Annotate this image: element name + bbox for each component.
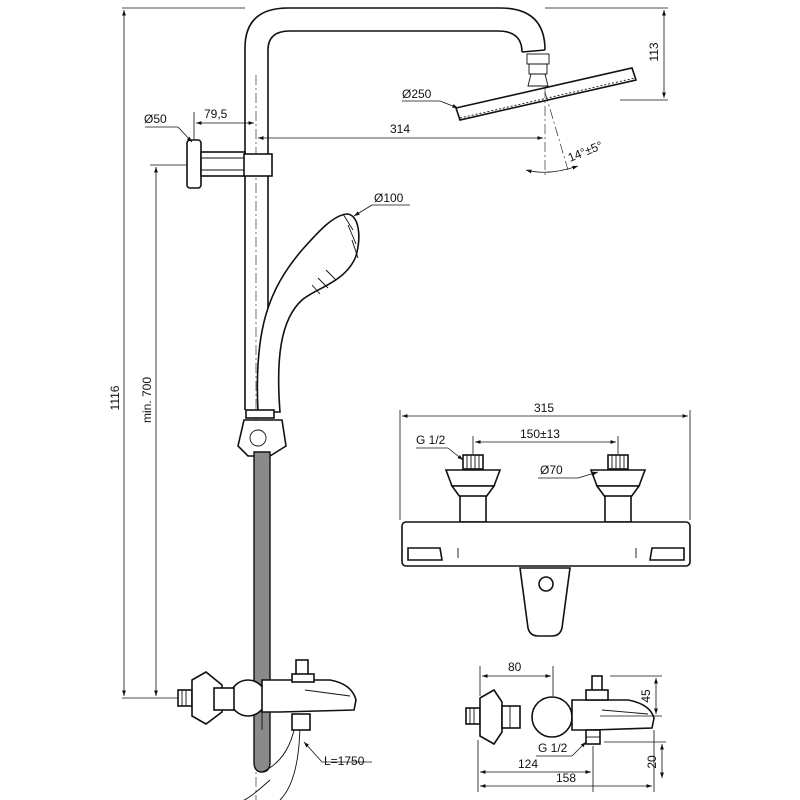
label-tilt: 14°±5°	[566, 138, 605, 165]
overhead-shower-head	[454, 67, 638, 121]
dimension-overhead-dia: Ø250	[402, 87, 459, 109]
shower-column-front-view	[177, 7, 638, 800]
label-side-depth-b: 124	[518, 757, 538, 771]
dimension-wall-bracket: Ø50 79,5	[144, 107, 254, 143]
label-overhead-drop: 113	[647, 42, 661, 61]
label-overhead-dia: Ø250	[402, 87, 432, 101]
dimension-mixer-width: 315	[399, 401, 691, 520]
label-mixer-width: 315	[534, 401, 554, 415]
dimension-side-depth-b: 124	[477, 740, 594, 792]
mixer-spout	[519, 567, 571, 637]
label-inlet-thread: G 1/2	[416, 433, 446, 447]
flow-handle	[649, 547, 685, 561]
dimension-min-height: min. 700	[140, 164, 187, 696]
dimension-escutcheon-dia: Ø70	[538, 463, 599, 479]
dimension-inlet-thread: G 1/2	[416, 433, 464, 461]
overhead-connector	[526, 53, 550, 65]
label-wall-bracket-dia: Ø50	[144, 112, 167, 126]
temperature-handle	[407, 547, 443, 561]
wall-bracket	[186, 139, 273, 189]
dimension-overhead-reach: 314	[258, 122, 543, 140]
label-side-height-top: 45	[639, 689, 653, 703]
dimension-side-height-top: 45	[600, 675, 662, 717]
dimension-overall-height: 1116	[108, 7, 245, 699]
label-inlet-spacing: 150±13	[520, 427, 560, 441]
dimension-overhead-drop: 113	[545, 7, 668, 101]
label-hose-length: L=1750	[324, 754, 365, 768]
dimension-inlet-spacing: 150±13	[472, 427, 619, 454]
label-min-height: min. 700	[140, 377, 154, 423]
label-side-depth-c: 158	[556, 771, 576, 785]
dimension-side-height-bottom: 20	[604, 741, 666, 778]
label-overall-height: 1116	[108, 385, 122, 410]
dimension-hose-length: L=1750	[303, 741, 372, 768]
dimension-side-depth-c: 158	[480, 730, 655, 792]
hand-shower	[256, 213, 360, 413]
slide-holder	[237, 409, 287, 457]
label-side-height-bottom: 20	[645, 755, 659, 769]
label-handshower-dia: Ø100	[374, 191, 404, 205]
label-overhead-reach: 314	[390, 122, 410, 136]
label-escutcheon-dia: Ø70	[540, 463, 563, 477]
dimension-handshower-dia: Ø100	[353, 191, 410, 217]
mixer-body	[401, 521, 691, 567]
label-side-thread: G 1/2	[538, 741, 568, 755]
mixer-side-view	[465, 675, 655, 746]
label-side-depth-a: 80	[508, 660, 522, 674]
inlet-right	[589, 454, 647, 523]
dimension-side-depth-a: 80	[479, 660, 554, 696]
mixer-front-view	[401, 454, 691, 637]
label-wall-bracket-dist: 79,5	[204, 107, 228, 121]
inlet-left	[444, 454, 502, 523]
bath-mixer-side-view	[177, 659, 357, 731]
dimension-side-thread: G 1/2	[536, 741, 587, 757]
